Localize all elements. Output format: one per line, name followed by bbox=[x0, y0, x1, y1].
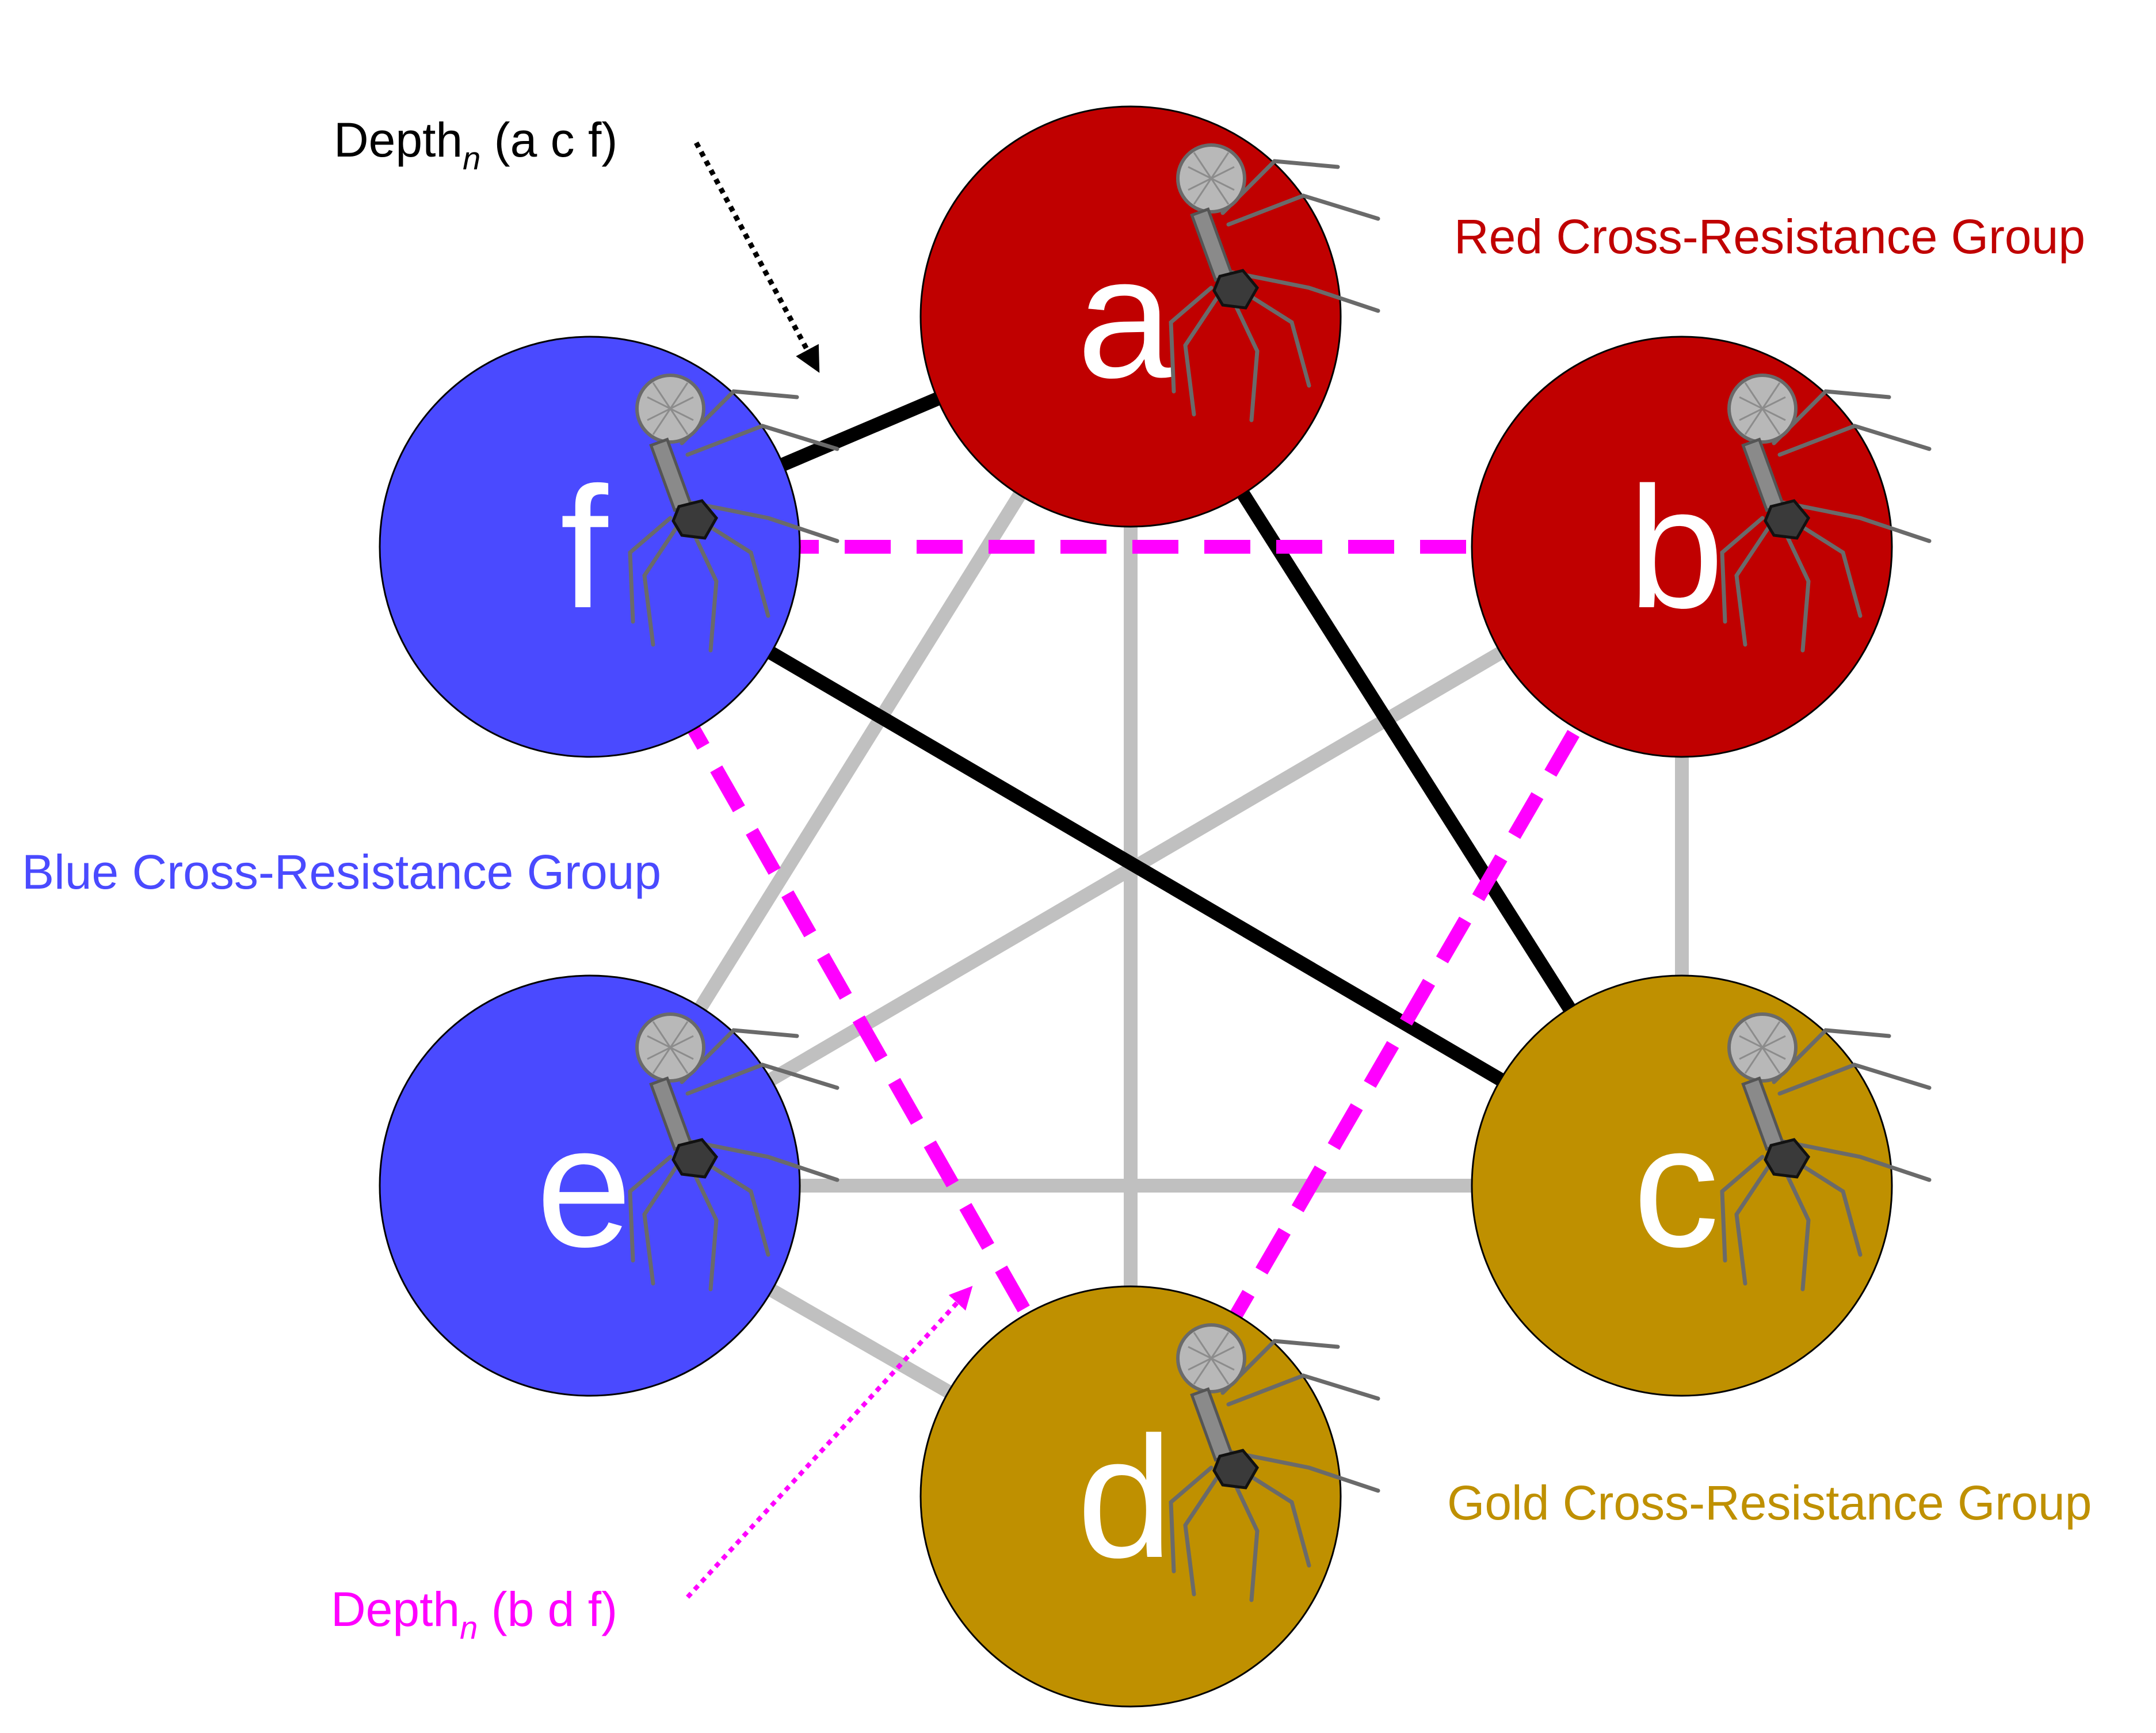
node-circle-d bbox=[919, 1285, 1342, 1708]
node-circle-b bbox=[1471, 336, 1893, 758]
depth-bdf-annotation: Depthn (b d f) bbox=[331, 1286, 973, 1646]
nodes-layer: a b c d e f bbox=[379, 105, 1929, 1708]
node-label-b: b bbox=[1628, 451, 1724, 644]
node-c: c bbox=[1471, 974, 1929, 1397]
node-circle-e bbox=[379, 974, 801, 1397]
blue-group-label: Blue Cross-Resistance Group bbox=[22, 845, 661, 899]
node-e: e bbox=[379, 974, 837, 1397]
node-circle-c bbox=[1471, 974, 1893, 1397]
red-group-label: Red Cross-Resistance Group bbox=[1454, 210, 2085, 264]
node-a: a bbox=[919, 105, 1378, 528]
node-label-a: a bbox=[1077, 220, 1174, 414]
node-b: b bbox=[1471, 336, 1929, 758]
node-d: d bbox=[919, 1285, 1378, 1708]
depth-acf-arrow bbox=[694, 141, 820, 373]
node-circle-f bbox=[379, 336, 801, 758]
node-label-e: e bbox=[536, 1090, 632, 1283]
node-f: f bbox=[379, 336, 837, 758]
node-label-d: d bbox=[1077, 1400, 1173, 1594]
node-label-c: c bbox=[1633, 1090, 1719, 1283]
node-circle-a bbox=[919, 105, 1342, 528]
depth-bdf-arrow bbox=[686, 1286, 973, 1599]
depth-acf-annotation: Depthn (a c f) bbox=[334, 113, 820, 373]
gold-group-label: Gold Cross-Resistance Group bbox=[1447, 1476, 2092, 1530]
depth-acf-label: Depthn (a c f) bbox=[334, 113, 617, 176]
node-label-f: f bbox=[560, 451, 608, 644]
depth-bdf-label: Depthn (b d f) bbox=[331, 1582, 617, 1646]
